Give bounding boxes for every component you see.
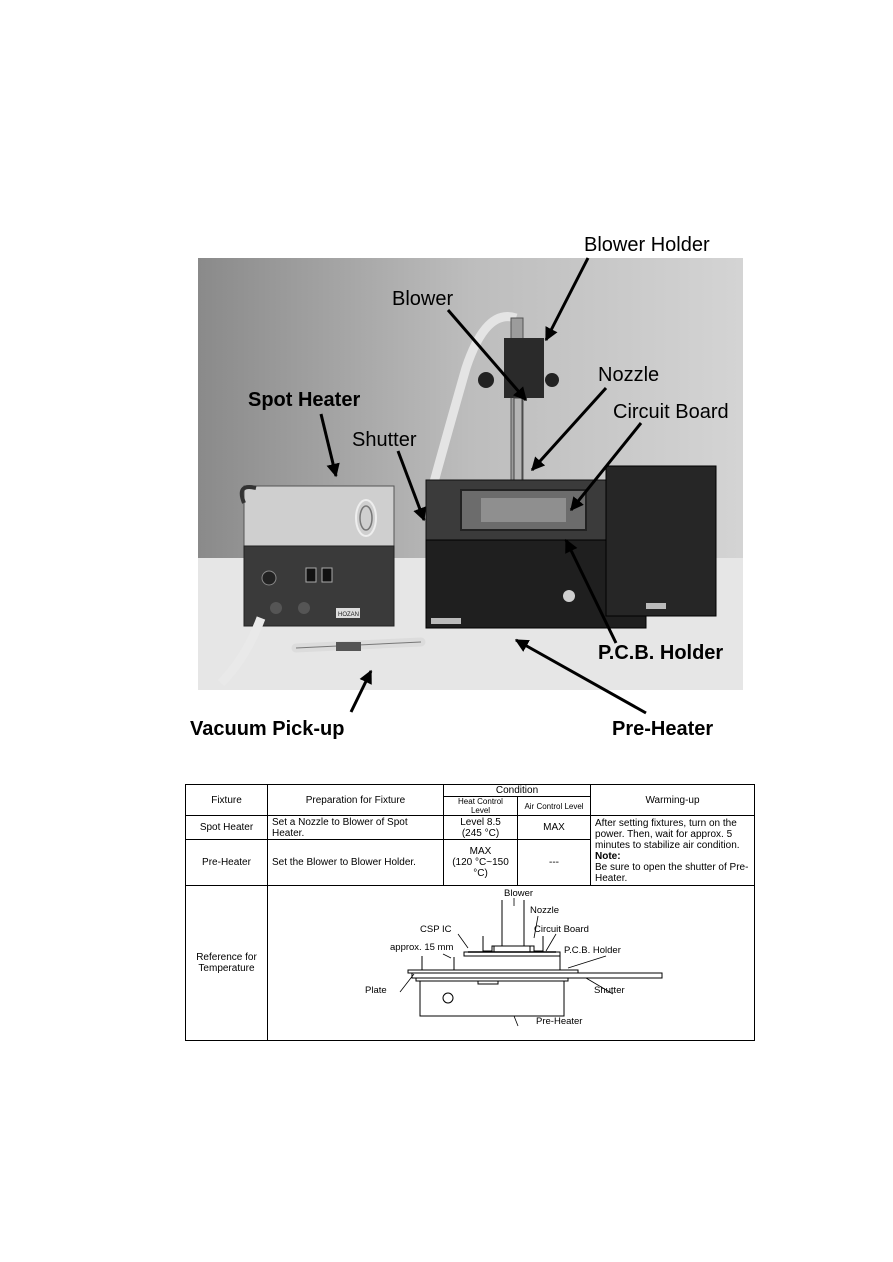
callout-nozzle: Nozzle <box>598 364 659 386</box>
pre-heater-unit <box>425 465 717 629</box>
diagram-label-pcb-holder: P.C.B. Holder <box>564 945 621 956</box>
table-row-spot-heater: Spot Heater Set a Nozzle to Blower of Sp… <box>185 815 756 886</box>
header-preparation: Preparation for Fixture <box>267 784 444 816</box>
equipment-photo: HOZAN Blower Holder Blower Nozzle Spot H <box>190 234 743 740</box>
cell-reference-label: Reference for Temperature <box>185 885 268 1041</box>
table-row-pre-heater: Pre-Heater Set the Blower to Blower Hold… <box>185 839 755 886</box>
header-warming-up: Warming-up <box>590 784 756 816</box>
cell-air-level: MAX <box>516 815 592 840</box>
callout-pre-heater: Pre-Heater <box>612 718 713 740</box>
diagram-label-nozzle: Nozzle <box>530 905 559 916</box>
fixture-conditions-table: Fixture Preparation for Fixture Conditio… <box>185 784 756 1041</box>
cell-reference-diagram: Blower Nozzle CSP IC Circuit Board appro… <box>266 885 756 1041</box>
cell-heat-level: MAX (120 °C~150 °C) <box>443 839 518 886</box>
warming-up-text: After setting fixtures, turn on the powe… <box>595 817 740 851</box>
heat-level-temp: (245 °C) <box>461 827 500 839</box>
note-label: Note: <box>595 850 621 862</box>
heat-level-value: MAX <box>469 846 492 857</box>
callout-circuit-board: Circuit Board <box>613 401 729 423</box>
cell-fixture: Spot Heater <box>185 815 268 840</box>
diagram-label-circuit-board: Circuit Board <box>534 924 589 935</box>
callout-vacuum-pickup: Vacuum Pick-up <box>190 718 345 740</box>
diagram-label-plate: Plate <box>365 985 387 996</box>
header-air-control: Air Control Level <box>516 796 592 816</box>
table-row-reference: Reference for Temperature <box>185 885 756 1041</box>
header-fixture: Fixture <box>185 784 268 816</box>
cell-warming-up: After setting fixtures, turn on the powe… <box>590 815 756 886</box>
callout-blower: Blower <box>392 288 453 310</box>
diagram-label-csp-ic: CSP IC <box>420 924 452 935</box>
brand-plate: HOZAN <box>338 612 359 618</box>
callout-pcb-holder: P.C.B. Holder <box>598 642 723 664</box>
diagram-label-pre-heater: Pre-Heater <box>536 1016 582 1027</box>
cell-preparation: Set the Blower to Blower Holder. <box>267 839 444 886</box>
spot-heater-unit: HOZAN <box>217 485 395 687</box>
note-text: Be sure to open the shutter of Pre-Heate… <box>595 861 749 884</box>
diagram-label-distance: approx. 15 mm <box>390 942 453 953</box>
callout-shutter: Shutter <box>352 429 417 451</box>
cell-preparation: Set a Nozzle to Blower of Spot Heater. <box>267 815 444 840</box>
cell-air-level: --- <box>516 839 592 886</box>
diagram-label-shutter: Shutter <box>594 985 625 996</box>
cell-fixture: Pre-Heater <box>185 839 268 886</box>
vacuum-pickup-tool <box>291 637 426 653</box>
blower-assembly <box>426 312 559 495</box>
header-condition: Condition <box>442 784 592 797</box>
diagram-label-blower: Blower <box>504 888 533 899</box>
callout-arrows <box>319 257 647 715</box>
callout-spot-heater: Spot Heater <box>248 389 360 411</box>
heat-level-value: Level 8.5 <box>460 816 501 828</box>
callout-blower-holder: Blower Holder <box>584 234 710 256</box>
heat-level-temp: (120 °C~150 °C) <box>452 857 509 879</box>
cell-heat-level: Level 8.5 (245 °C) <box>443 815 518 840</box>
temperature-reference-diagram: Blower Nozzle CSP IC Circuit Board appro… <box>365 888 663 1027</box>
header-heat-control: Heat Control Level <box>443 796 518 816</box>
